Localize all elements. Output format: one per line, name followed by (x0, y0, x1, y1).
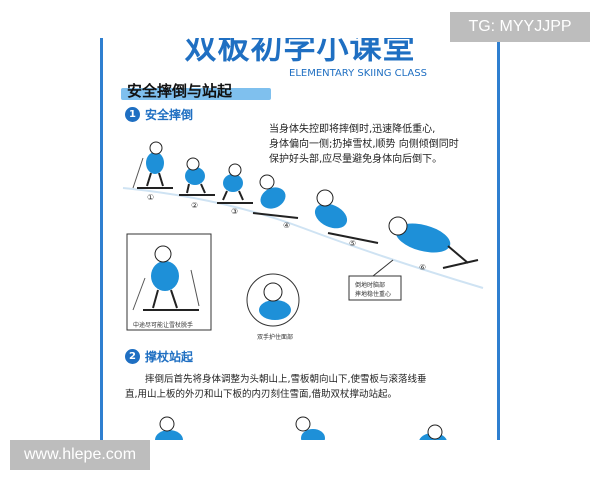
standup-figure-1 (155, 416, 183, 440)
poster-subtitle: ELEMENTARY SKIING CLASS (289, 68, 427, 79)
stand-up-illustration (155, 416, 447, 440)
step-label-2: ② (191, 201, 198, 210)
caption-poles: 中途尽可能让雪杖脱手 (133, 322, 194, 329)
skier-figure-4 (252, 174, 299, 219)
step-label-6: ⑥ (419, 263, 426, 272)
watermark-tg: TG: MYYJJPP (450, 12, 590, 42)
ski-lesson-poster: 双板初学小课堂 安全摔倒与站起 ELEMENTARY SKIING CLASS … (100, 38, 500, 440)
step-label-4: ④ (283, 221, 290, 230)
caption-face: 双手护住面部 (257, 334, 294, 341)
section-highlight (121, 88, 271, 100)
skier-figure-6 (388, 216, 479, 269)
part2-heading-text: 撑杖站起 (145, 350, 194, 364)
part2-number-badge: 2 (125, 349, 140, 364)
watermark-url: www.hlepe.com (10, 440, 150, 470)
skier-figure-3 (217, 163, 253, 204)
skier-figure-5 (314, 189, 379, 244)
step-label-5: ⑤ (349, 239, 356, 248)
part1-heading-text: 安全摔倒 (145, 108, 194, 122)
part1-line-2: 身体偏向一侧;扔掉雪杖,顺势 向侧倾倒同时 (269, 139, 459, 150)
standup-figure-3 (419, 424, 447, 440)
step-label-1: ① (147, 193, 154, 202)
part2-line-1: 摔倒后首先将身体调整为头朝山上,雪板朝向山下,使雪板与滚落线垂 (145, 374, 427, 385)
fall-sequence-illustration: ① ② ③ ④ ⑤ ⑥ (122, 141, 484, 331)
part1-heading: 1 安全摔倒 (125, 106, 193, 123)
part2-line-2: 直,用山上板的外刃和山下板的内刃刻住雪面,借助双杖撑动站起。 (125, 389, 398, 400)
section-header: 安全摔倒与站起 (121, 80, 341, 104)
skier-figure-2 (179, 157, 215, 196)
caption-callout-1: 倒地时脑部 (355, 282, 386, 289)
poster-title: 双板初学小课堂 (184, 38, 416, 66)
part1-line-1: 当身体失控即将摔倒时,迅速降低重心, (269, 124, 436, 135)
callout-box (348, 275, 402, 301)
step-label-3: ③ (231, 207, 238, 216)
part1-description: 当身体失控即将摔倒时,迅速降低重心, 身体偏向一侧;扔掉雪杖,顺势 向侧倾倒同时… (269, 122, 459, 167)
part2-description: 摔倒后首先将身体调整为头朝山上,雪板朝向山下,使雪板与滚落线垂 直,用山上板的外… (125, 372, 495, 402)
part1-line-3: 保护好头部,应尽量避免身体向后倒下。 (269, 154, 443, 165)
caption-callout-2: 摔地稳住重心 (355, 291, 392, 298)
slope-line (122, 187, 484, 289)
part1-number-badge: 1 (125, 107, 140, 122)
section-title: 安全摔倒与站起 (127, 82, 233, 100)
skier-figure-1 (132, 141, 173, 189)
part2-heading: 2 撑杖站起 (125, 348, 193, 365)
standup-figure-2 (295, 416, 325, 440)
